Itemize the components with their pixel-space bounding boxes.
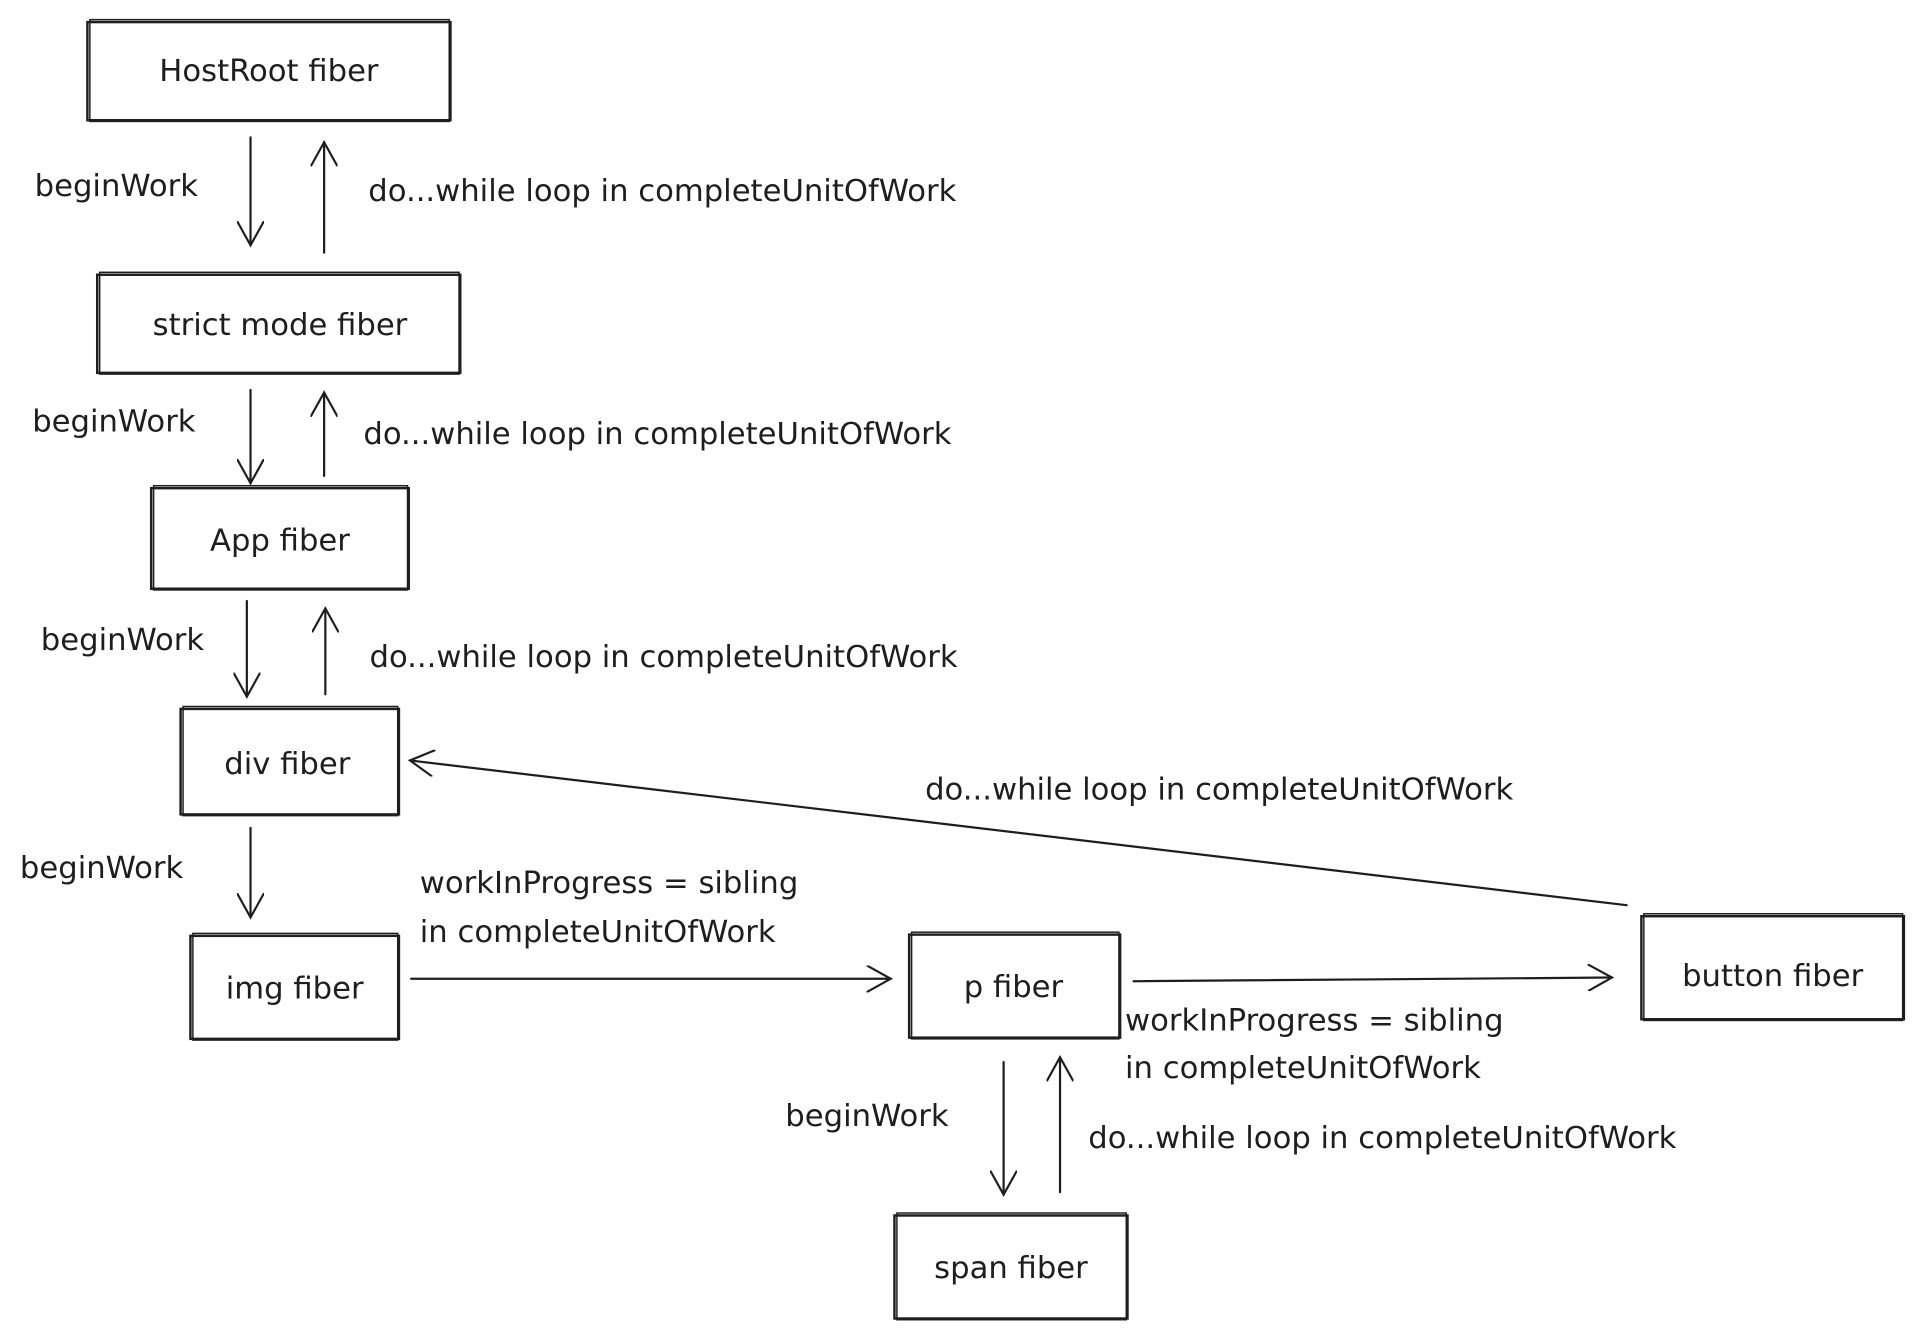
node-label: p fiber	[964, 970, 1064, 1005]
node-label: HostRoot fiber	[159, 54, 379, 89]
edge-label-complete-unit-of-work: do...while loop in completeUnitOfWork	[925, 773, 1513, 808]
edge-label-begin-work: beginWork	[35, 169, 199, 204]
edge-label-begin-work: beginWork	[32, 405, 196, 440]
edge-label-begin-work: beginWork	[20, 851, 184, 886]
node-strict-mode-fiber[interactable]: strict mode fiber	[95, 271, 462, 375]
node-label: strict mode fiber	[153, 308, 408, 343]
node-p-fiber[interactable]: p fiber	[907, 931, 1122, 1040]
edge-label-complete-unit-of-work: do...while loop in completeUnitOfWork	[363, 417, 951, 452]
edge-label-sibling-line2: in completeUnitOfWork	[1125, 1051, 1481, 1086]
edge-label-begin-work: beginWork	[785, 1099, 949, 1134]
node-button-fiber[interactable]: button fiber	[1640, 913, 1906, 1022]
edge-label-sibling-line1: workInProgress = sibling	[420, 866, 799, 901]
edge-label-sibling-line2: in completeUnitOfWork	[420, 915, 776, 950]
node-div-fiber[interactable]: div fiber	[179, 705, 401, 817]
edge-label-complete-unit-of-work: do...while loop in completeUnitOfWork	[368, 174, 956, 209]
edge-label-begin-work: beginWork	[41, 623, 205, 658]
edge-label-complete-unit-of-work: do...while loop in completeUnitOfWork	[369, 640, 957, 675]
arrow-complete-button-to-div	[410, 760, 1628, 907]
node-label: div fiber	[224, 747, 350, 782]
node-img-fiber[interactable]: img fiber	[189, 932, 401, 1041]
node-label: span fiber	[934, 1251, 1088, 1286]
arrow-sibling-p-to-button	[1132, 978, 1612, 982]
node-label: img fiber	[226, 971, 364, 1006]
edge-label-sibling-line1: workInProgress = sibling	[1125, 1003, 1504, 1038]
node-app-fiber[interactable]: App fiber	[149, 484, 410, 591]
node-label: button fiber	[1682, 959, 1863, 994]
node-span-fiber[interactable]: span fiber	[893, 1212, 1129, 1321]
node-label: App fiber	[210, 524, 350, 559]
node-hostroot-fiber[interactable]: HostRoot fiber	[86, 18, 452, 123]
edge-label-complete-unit-of-work: do...while loop in completeUnitOfWork	[1088, 1121, 1676, 1156]
